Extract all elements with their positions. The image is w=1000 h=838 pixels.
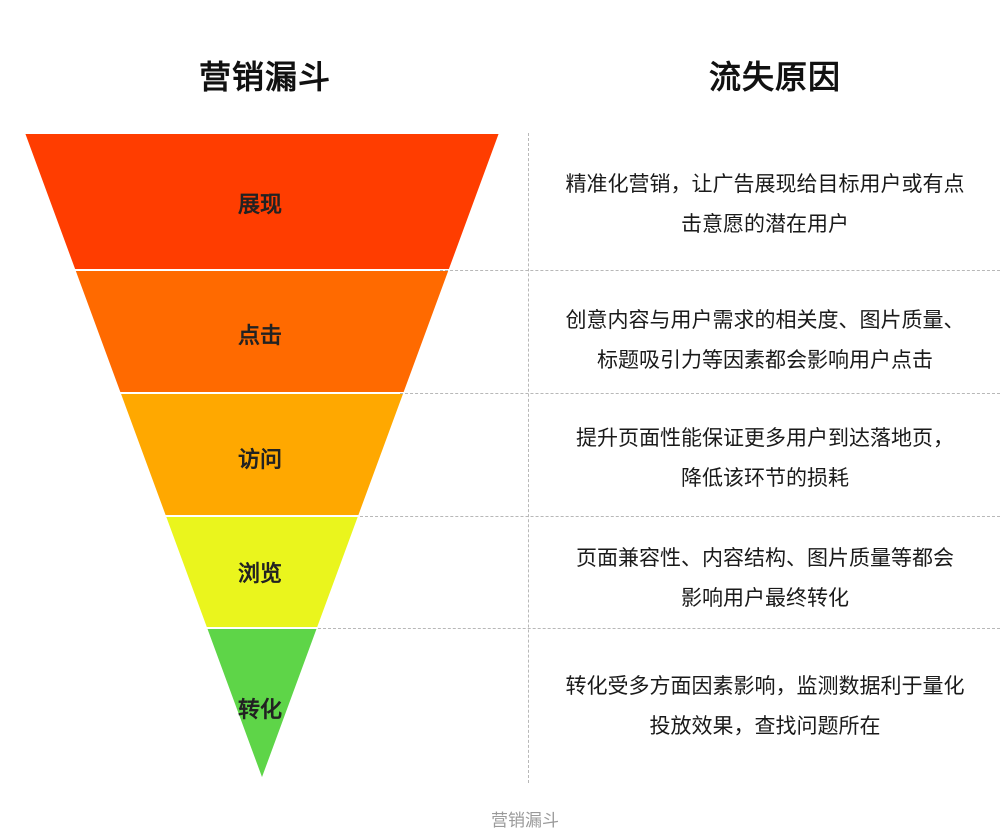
stage-label-visit: 访问 [237,448,282,473]
stage-label-conversion: 转化 [237,698,282,723]
stage-label-impression: 展现 [237,193,282,218]
funnel-header: 营销漏斗 [198,58,331,96]
reason-line: 投放效果，查找问题所在 [649,714,881,738]
funnel-segments [22,132,502,783]
reason-line: 降低该环节的损耗 [681,466,849,490]
reason-line: 提升页面性能保证更多用户到达落地页， [576,426,954,450]
reason-line: 标题吸引力等因素都会影响用户点击 [597,348,933,372]
row-divider [360,516,1000,517]
reason-line: 精准化营销，让广告展现给目标用户或有点 [565,172,965,196]
stage-label-click: 点击 [237,324,282,349]
row-divider [440,270,1000,271]
reason-conversion: 转化受多方面因素影响，监测数据利于量化 投放效果，查找问题所在 [540,666,990,746]
reason-browse: 页面兼容性、内容结构、图片质量等都会 影响用户最终转化 [540,538,990,618]
reason-line: 页面兼容性、内容结构、图片质量等都会 [576,546,954,570]
reason-visit: 提升页面性能保证更多用户到达落地页， 降低该环节的损耗 [540,418,990,498]
reason-line: 影响用户最终转化 [681,586,849,610]
segment-conversion [204,627,320,783]
figure-caption: 营销漏斗 [491,811,559,831]
reason-line: 创意内容与用户需求的相关度、图片质量、 [565,308,965,332]
column-divider [528,133,529,783]
reason-line: 转化受多方面因素影响，监测数据利于量化 [565,674,965,698]
row-divider [318,628,1000,629]
reason-impression: 精准化营销，让广告展现给目标用户或有点 击意愿的潜在用户 [540,164,990,244]
reason-line: 击意愿的潜在用户 [681,212,849,236]
row-divider [400,393,1000,394]
reason-click: 创意内容与用户需求的相关度、图片质量、 标题吸引力等因素都会影响用户点击 [540,300,990,380]
stage-label-browse: 浏览 [237,562,282,587]
loss-reasons-header: 流失原因 [708,58,841,96]
